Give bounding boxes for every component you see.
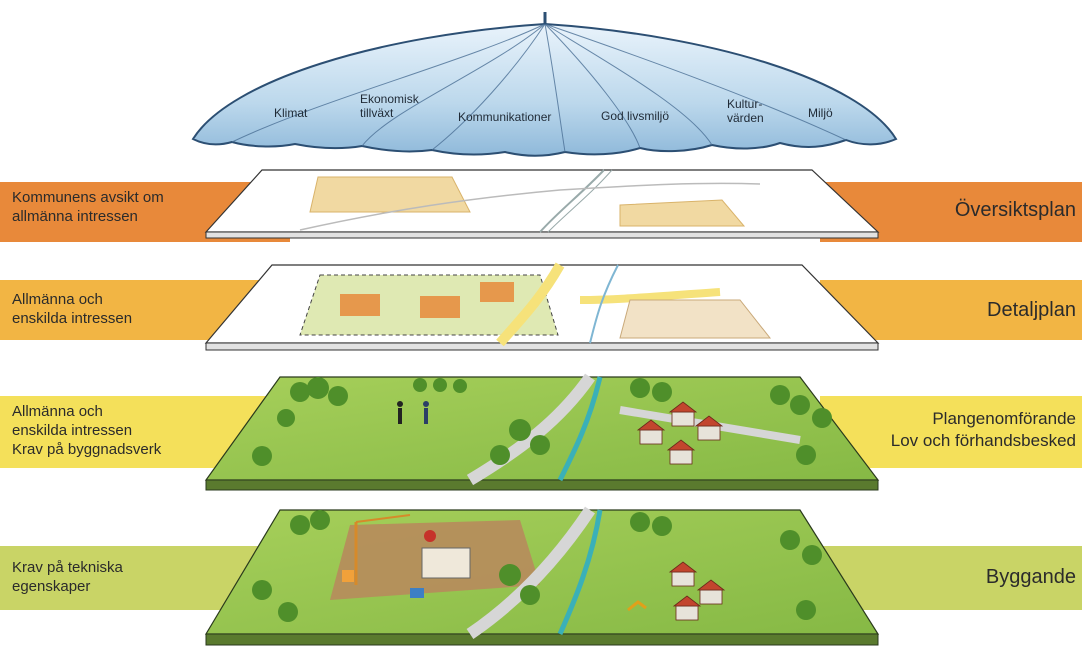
layer-1-left-label: Kommunens avsikt om allmänna intressen [12, 189, 164, 225]
umbrella-label-kommunikationer: Kommunikationer [458, 110, 551, 124]
layer-2-left-label: Allmänna och enskilda intressen [12, 291, 133, 327]
layer-1-map [204, 169, 880, 239]
umbrella [191, 12, 898, 157]
umbrella-label-kulturvarden: Kultur-värden [727, 97, 764, 125]
layer-3-right-label: Plangenomförande Lov och förhandsbesked [890, 409, 1076, 450]
houses-layer-4 [668, 561, 726, 621]
people-figures [397, 401, 429, 424]
umbrella-label-god-livsmiljo: God livsmiljö [601, 109, 669, 123]
layer-4-left-label: Krav på tekniska egenskaper [12, 559, 123, 595]
layer-2-right-label: Detaljplan [987, 299, 1076, 321]
layer-3-right-band: Plangenomförande Lov och förhandsbesked [820, 396, 1082, 468]
layer-1-right-label: Översiktsplan [954, 199, 1076, 221]
layer-4-right-label: Byggande [985, 566, 1076, 588]
layer-4-right-band: Byggande [820, 546, 1082, 610]
layer-2-map [204, 262, 880, 351]
layer-4-construction [204, 506, 880, 646]
umbrella-label-miljo: Miljö [808, 106, 833, 120]
layer-3-left-label: Allmänna och enskilda intressen Krav på … [12, 403, 162, 458]
umbrella-label-klimat: Klimat [274, 106, 308, 120]
houses-layer-3 [636, 401, 724, 465]
layer-3-landscape [204, 373, 880, 491]
